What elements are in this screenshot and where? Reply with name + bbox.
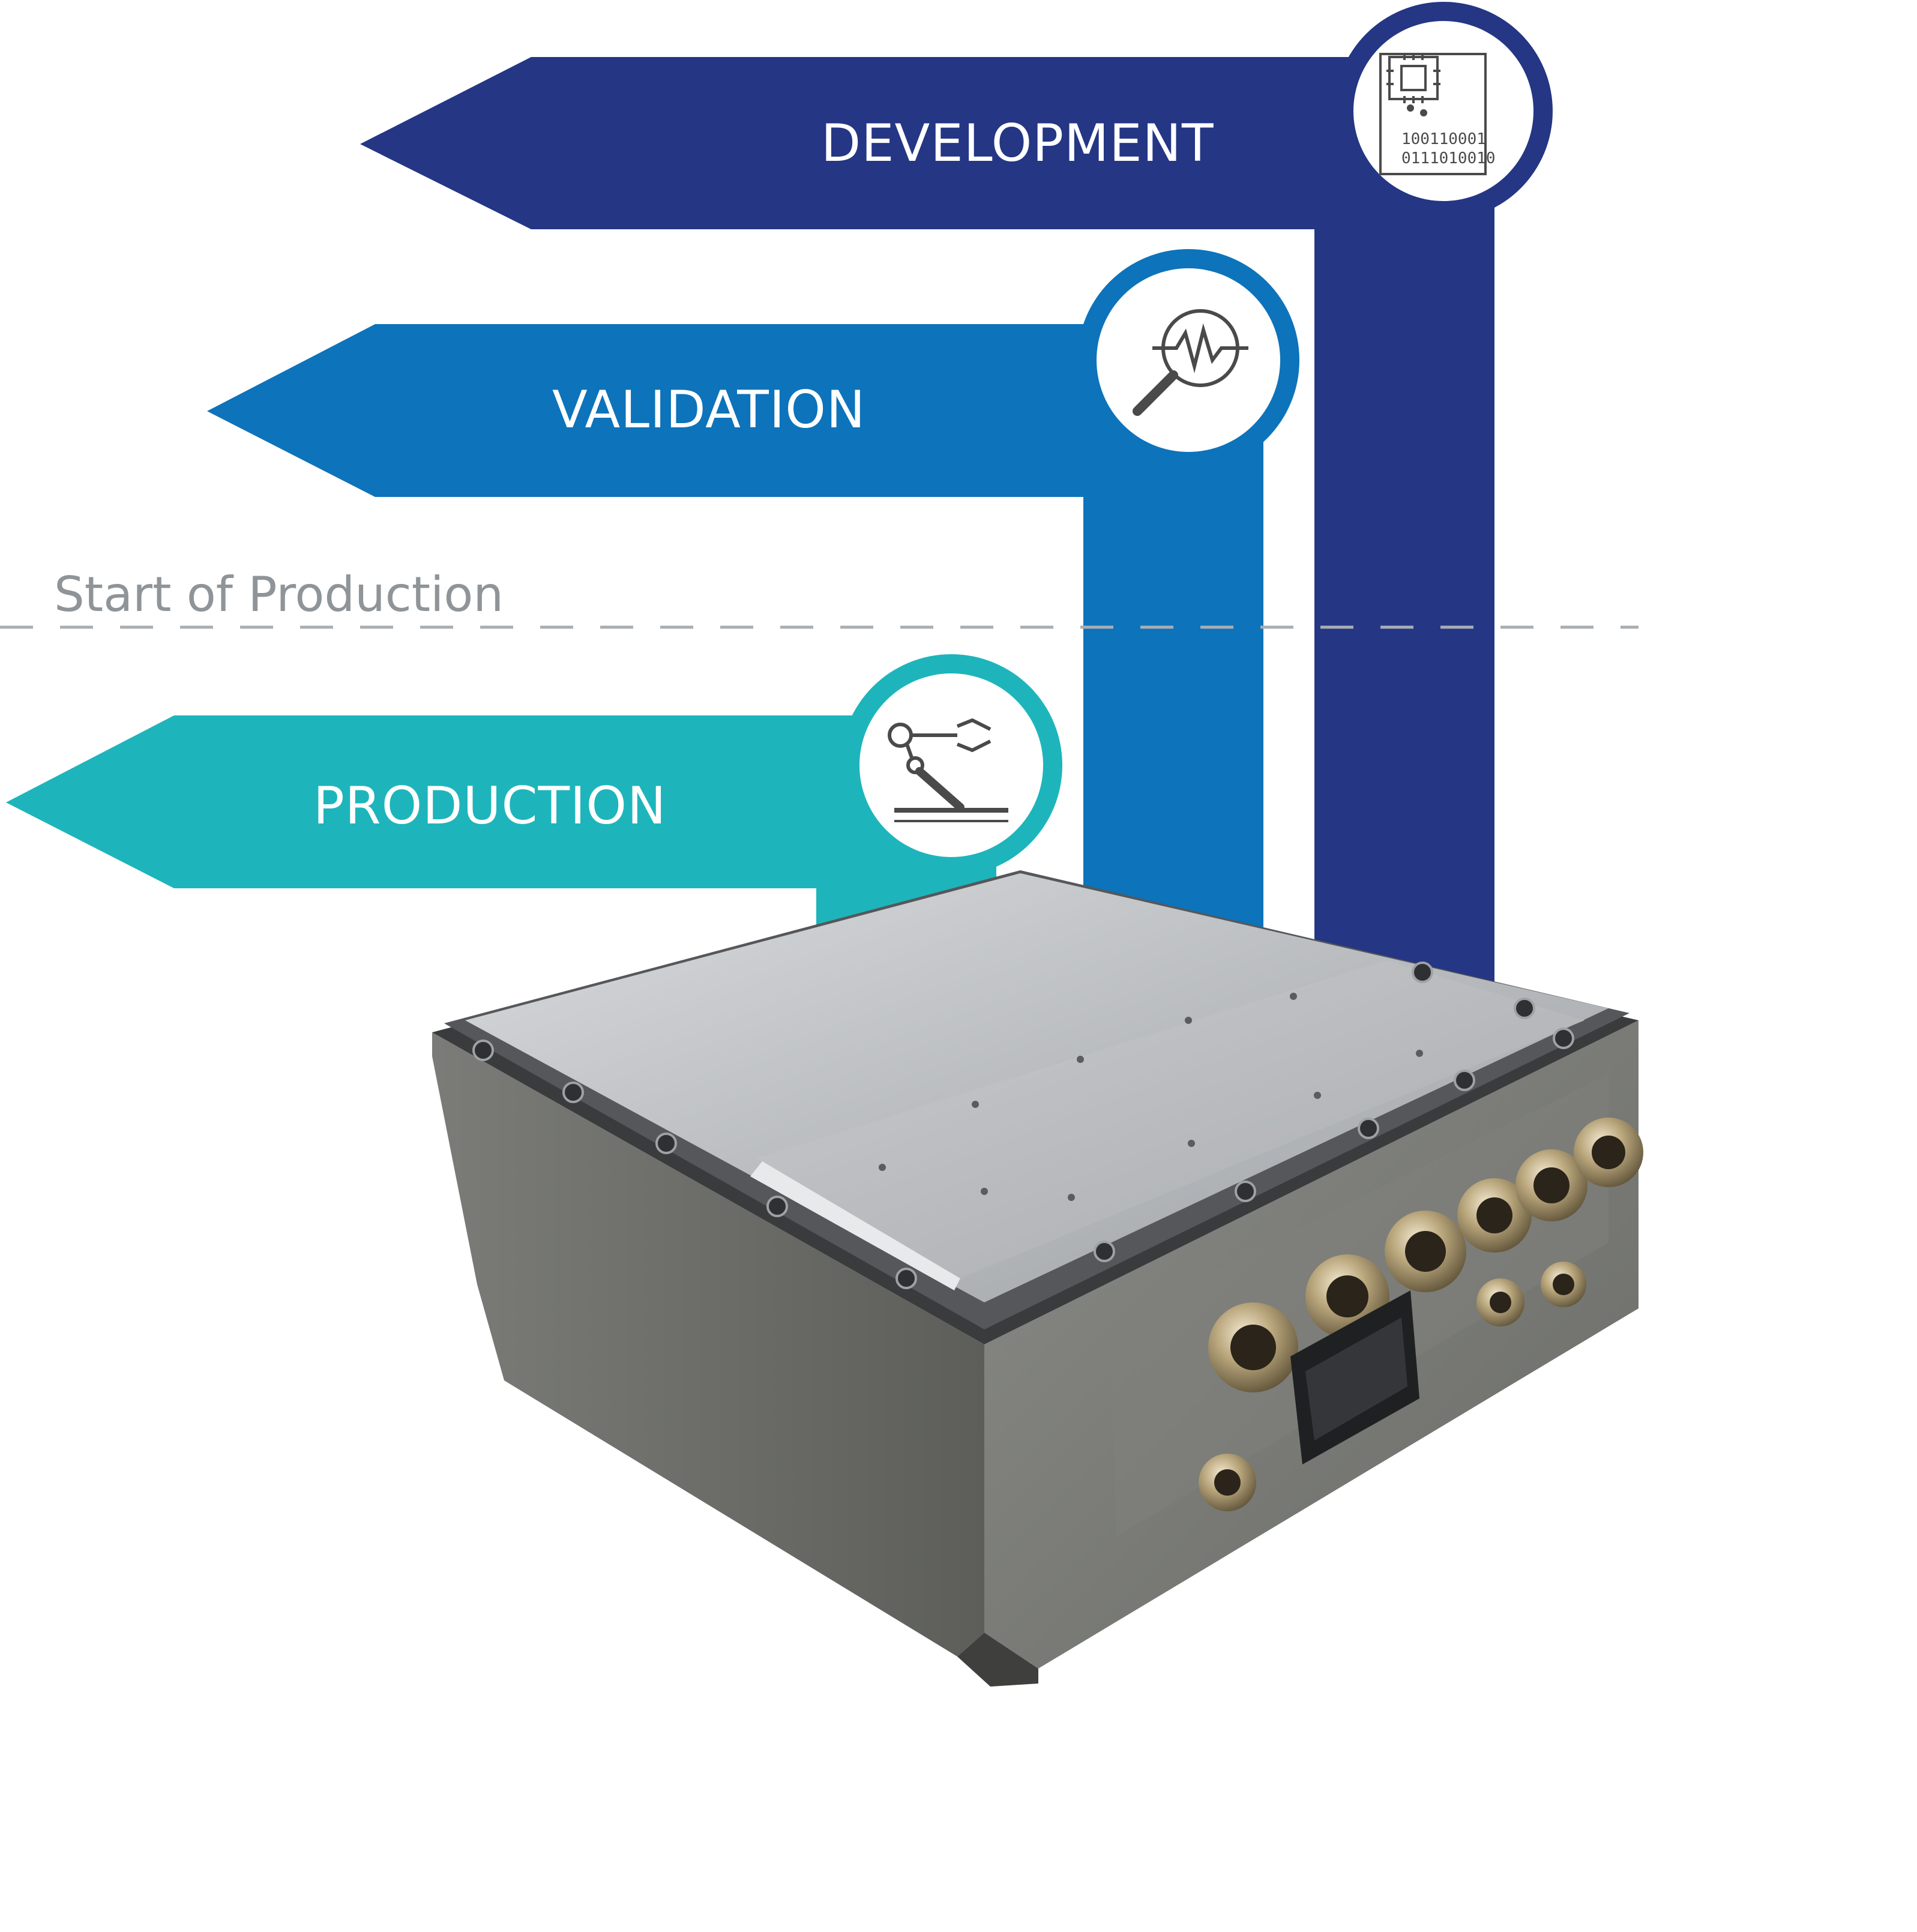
production-stage-band bbox=[6, 715, 996, 972]
power-electronics-unit bbox=[432, 870, 1643, 1687]
cable-glands bbox=[1199, 1118, 1643, 1511]
robot-arm-icon bbox=[888, 718, 1008, 822]
signal-connector bbox=[1290, 1290, 1419, 1464]
chip-binary-icon bbox=[1379, 53, 1487, 175]
production-icon-badge bbox=[840, 654, 1062, 876]
start-of-production-label: Start of Production bbox=[54, 567, 504, 622]
validation-label: VALIDATION bbox=[552, 380, 865, 440]
lid-bolts bbox=[472, 961, 1574, 1289]
validation-stage-band bbox=[207, 324, 1263, 996]
validation-icon-badge bbox=[1077, 249, 1299, 471]
development-icon-badge: 100110001 0111010010 bbox=[1334, 2, 1553, 220]
magnifier-waveform-icon bbox=[1133, 309, 1248, 416]
binary-line-2: 0111010010 bbox=[1401, 149, 1496, 167]
binary-line-1: 100110001 bbox=[1401, 130, 1486, 148]
development-label: DEVELOPMENT bbox=[821, 113, 1214, 173]
plate-screws bbox=[879, 993, 1423, 1201]
production-label: PRODUCTION bbox=[313, 776, 666, 836]
